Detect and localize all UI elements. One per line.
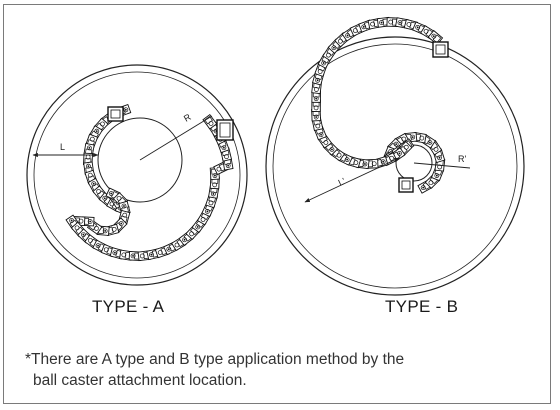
- figure-frame: [3, 4, 551, 404]
- footnote-line-2: ball caster attachment location.: [33, 372, 247, 389]
- type-a-gap-label: L: [60, 142, 65, 152]
- type-a-caster-chain: [65, 103, 234, 262]
- type-b-radius-label: R': [458, 154, 466, 164]
- type-b-outer-circle: [265, 36, 525, 296]
- caster-link: [202, 114, 218, 130]
- type-a-end-block-top: [107, 106, 124, 122]
- type-a-inner-ring: [33, 71, 241, 279]
- footnote: *There are A type and B type application…: [25, 349, 540, 391]
- caster-link: [427, 29, 444, 46]
- footnote-line-1: *There are A type and B type application…: [25, 351, 405, 368]
- type-b-diagram: L' R': [265, 16, 525, 296]
- type-a-outer-circle: [26, 64, 248, 286]
- type-a-end-block-right: [216, 119, 234, 141]
- type-b-gap-dimension: [304, 157, 400, 203]
- type-b-caption: TYPE - B: [385, 297, 459, 316]
- type-a-radius-line: [139, 115, 213, 161]
- type-b-end-block-bottom: [398, 177, 414, 193]
- type-a-diagram: L R: [26, 64, 248, 286]
- type-b-gap-label: L': [337, 176, 348, 188]
- type-b-end-block-top: [432, 41, 449, 58]
- type-a-radius-label: R: [182, 112, 193, 124]
- type-a-center-circle: [97, 117, 183, 203]
- type-b-caster-chain: [311, 16, 446, 194]
- type-a-caption: TYPE - A: [92, 297, 165, 316]
- type-b-inner-ring: [272, 43, 518, 289]
- type-b-radius-line: [413, 162, 471, 169]
